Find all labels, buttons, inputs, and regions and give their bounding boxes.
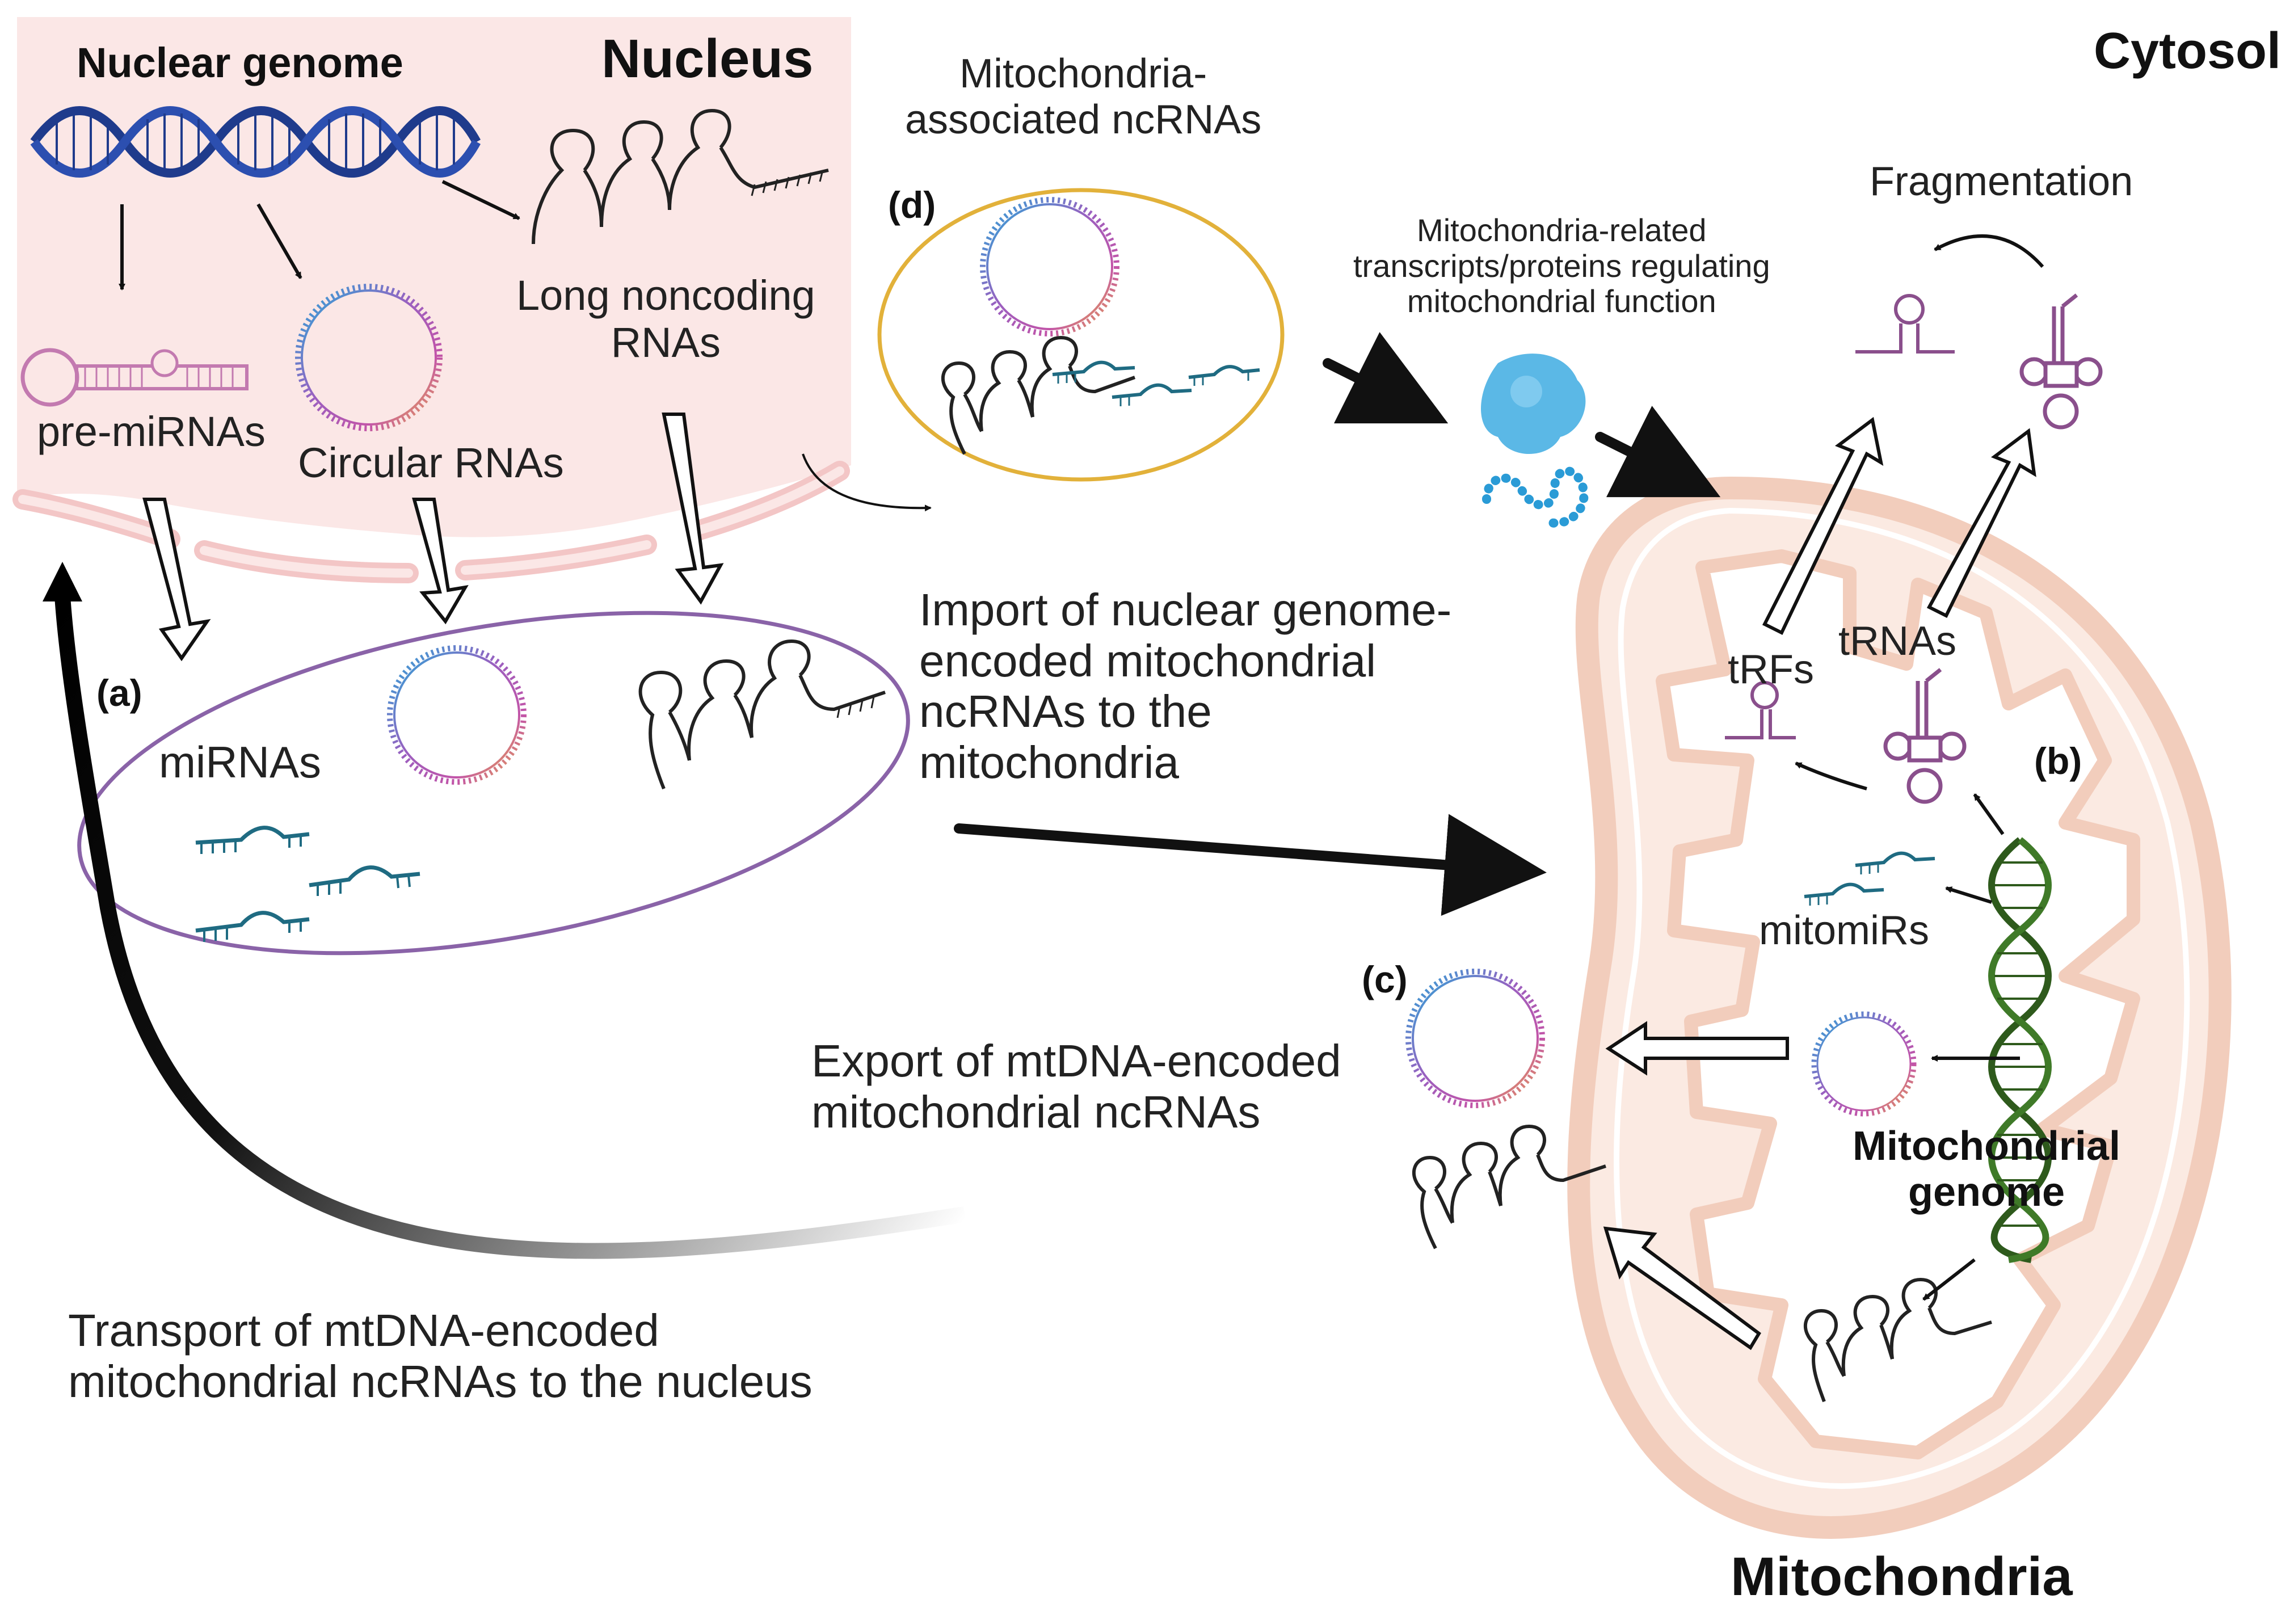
trfs-label: tRFs — [1728, 647, 1814, 692]
import-arrows — [954, 332, 1721, 916]
vesicle-a — [77, 611, 910, 956]
import-label: Import of nuclear genome- encoded mitoch… — [919, 584, 1451, 788]
trf-mito — [1725, 681, 1796, 739]
export-line2: mitochondrial ncRNAs — [811, 1086, 1261, 1137]
transport-to-nucleus-arrow — [54, 595, 966, 1259]
trnas-label: tRNAs — [1838, 619, 1957, 664]
long-noncoding-line2: RNAs — [611, 318, 721, 366]
lncrna-exported — [1412, 1124, 1606, 1249]
mito-internal-arrows — [1795, 761, 2020, 1301]
mitochondria-label: Mitochondria — [1731, 1546, 2073, 1607]
export-line1: Export of mtDNA-encoded — [811, 1036, 1341, 1086]
export-from-nucleus-arrows — [142, 413, 724, 662]
mirnas-label: miRNAs — [159, 737, 321, 787]
mitomirs-label: mitomiRs — [1759, 908, 1929, 953]
mito-related-line2: transcripts/proteins regulating — [1353, 247, 1770, 284]
mito-related-line3: mitochondrial function — [1407, 283, 1716, 319]
fragmentation-label: Fragmentation — [1870, 159, 2133, 204]
cytosol-label: Cytosol — [2094, 23, 2282, 79]
transport-line1: Transport of mtDNA-encoded — [68, 1305, 659, 1356]
genome-arrows — [119, 180, 520, 291]
import-line4: mitochondria — [919, 737, 1180, 788]
circular-rna-nucleus — [295, 284, 443, 431]
mito-related-line1: Mitochondria-related — [1417, 212, 1707, 248]
import-line3: ncRNAs to the — [919, 686, 1212, 737]
mito-dna-helix — [1988, 837, 2052, 1263]
protein-blob — [1481, 354, 1589, 528]
panel-b-label: (b) — [2034, 740, 2082, 782]
circrna-exported — [1405, 969, 1545, 1108]
transport-label: Transport of mtDNA-encoded mitochondrial… — [68, 1305, 813, 1407]
panel-d-label: (d) — [888, 184, 936, 226]
circular-rnas-label: Circular RNAs — [298, 439, 564, 486]
nuclear-genome-label: Nuclear genome — [77, 39, 403, 86]
transport-arrowhead — [43, 562, 82, 601]
nucleus-region — [12, 17, 851, 583]
import-line2: encoded mitochondrial — [919, 635, 1376, 686]
arrow-to-vesicle-d — [802, 453, 932, 512]
outline-arrows-up — [1762, 416, 2036, 636]
fragmentation-arrow — [1934, 234, 2044, 268]
mitomirs-mito — [1804, 851, 1935, 906]
import-line1: Import of nuclear genome- — [919, 584, 1452, 635]
pre-mirnas-label: pre-miRNAs — [37, 408, 266, 455]
mito-associated-line1: Mitochondria- — [959, 51, 1207, 96]
lncrna-nucleus — [532, 108, 829, 245]
export-outline-arrows — [1603, 1021, 1789, 1350]
trna-mito — [1883, 668, 1967, 804]
transport-line2: mitochondrial ncRNAs to the nucleus — [68, 1356, 813, 1407]
export-label: Export of mtDNA-encoded mitochondrial nc… — [811, 1036, 1341, 1137]
long-noncoding-label: Long noncoding RNAs — [516, 272, 815, 367]
vesicle-d — [877, 188, 1285, 482]
mito-genome-label: Mitochondrial genome — [1853, 1124, 2120, 1215]
mitochondrion — [1567, 476, 2232, 1539]
panel-c-label: (c) — [1362, 958, 1408, 1000]
trna-cytosol — [2019, 293, 2103, 430]
circrna-mito — [1811, 1011, 1917, 1117]
mito-related-label: Mitochondria-related transcripts/protein… — [1353, 212, 1770, 319]
nucleus-label: Nucleus — [601, 28, 814, 89]
nuclear-dna-helix — [30, 106, 481, 178]
panel-a-label: (a) — [96, 672, 142, 714]
trf-cytosol — [1855, 294, 1955, 354]
mito-genome-line2: genome — [1908, 1169, 2065, 1215]
mito-associated-label: Mitochondria- associated ncRNAs — [905, 51, 1261, 142]
long-noncoding-line1: Long noncoding — [516, 272, 815, 319]
mito-associated-line2: associated ncRNAs — [905, 96, 1262, 142]
pre-mirna-structure — [20, 348, 249, 407]
mito-genome-line1: Mitochondrial — [1853, 1124, 2120, 1169]
